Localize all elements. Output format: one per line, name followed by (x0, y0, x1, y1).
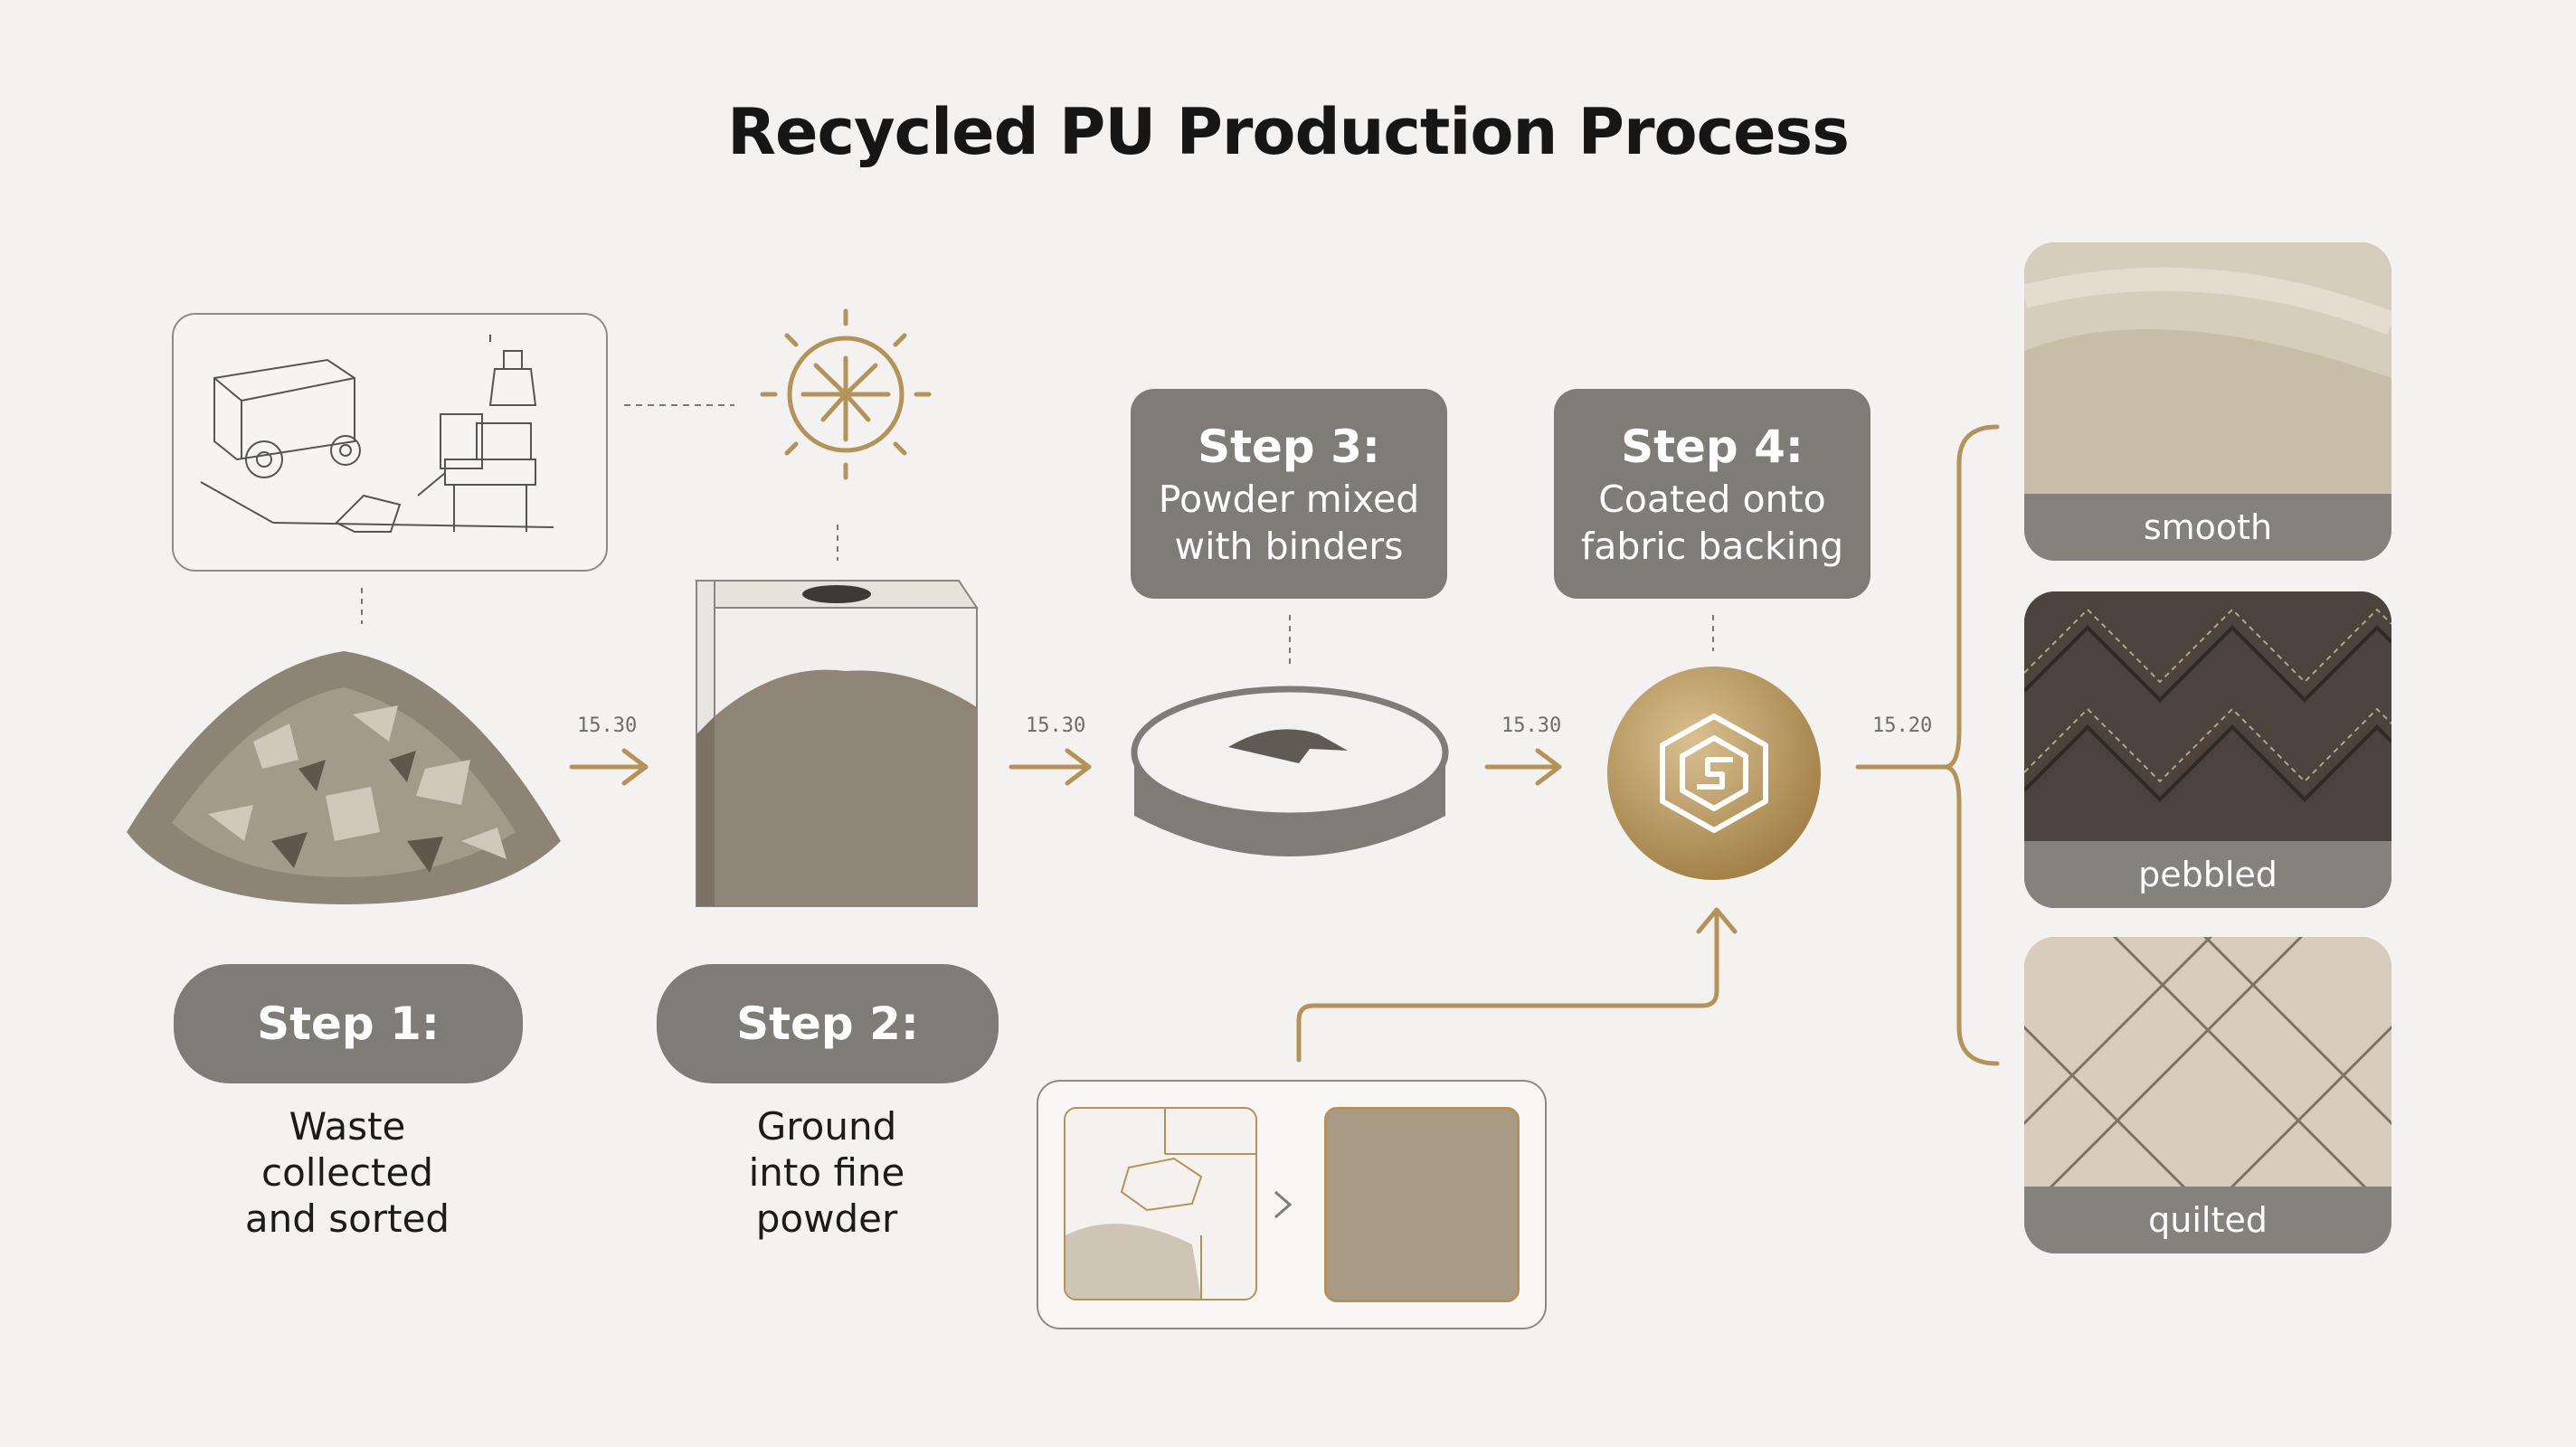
step3-desc-line1: Powder mixed (1158, 478, 1420, 521)
mixing-disc (1131, 686, 1449, 856)
step2-label: Step 2: (657, 964, 999, 1083)
recycling-plant-sketch (172, 313, 608, 572)
waste-pile (127, 651, 561, 904)
finish-pebbled: pebbled (2024, 591, 2391, 908)
finish-label-pebbled: pebbled (2024, 841, 2391, 908)
chevron-right-icon (1274, 1190, 1293, 1219)
texture-comparison (1037, 1080, 1547, 1329)
step1-description: Waste collected and sorted (244, 1104, 450, 1241)
step4-desc-line2: fabric backing (1580, 525, 1844, 568)
finish-label-smooth: smooth (2024, 494, 2391, 561)
sunburst-icon (760, 308, 932, 480)
leather-texture-sample (1324, 1107, 1520, 1302)
connector-label-4: 15.20 (1872, 714, 1933, 737)
connector-label-1: 15.30 (577, 714, 638, 737)
powder-container (695, 580, 979, 907)
finish-quilted: quilted (2024, 937, 2391, 1253)
step4-desc-line1: Coated onto (1598, 478, 1826, 521)
connector-label-3: 15.30 (1501, 714, 1562, 737)
texture-sketch (1064, 1107, 1257, 1300)
step2-description: Ground into fine powder (748, 1104, 905, 1241)
connector-label-2: 15.30 (1026, 714, 1086, 737)
step3-desc-line2: with binders (1174, 525, 1404, 568)
step1-label: Step 1: (174, 964, 523, 1083)
step4-label: Step 4: (1621, 421, 1804, 473)
step3-label: Step 3: (1198, 421, 1380, 473)
page-title: Recycled PU Production Process (727, 95, 1850, 169)
finish-label-quilted: quilted (2024, 1187, 2391, 1253)
coating-logo-icon (1607, 667, 1821, 880)
step3-box: Step 3: Powder mixed with binders (1131, 389, 1447, 599)
step4-box: Step 4: Coated onto fabric backing (1554, 389, 1870, 599)
finish-smooth: smooth (2024, 242, 2391, 561)
